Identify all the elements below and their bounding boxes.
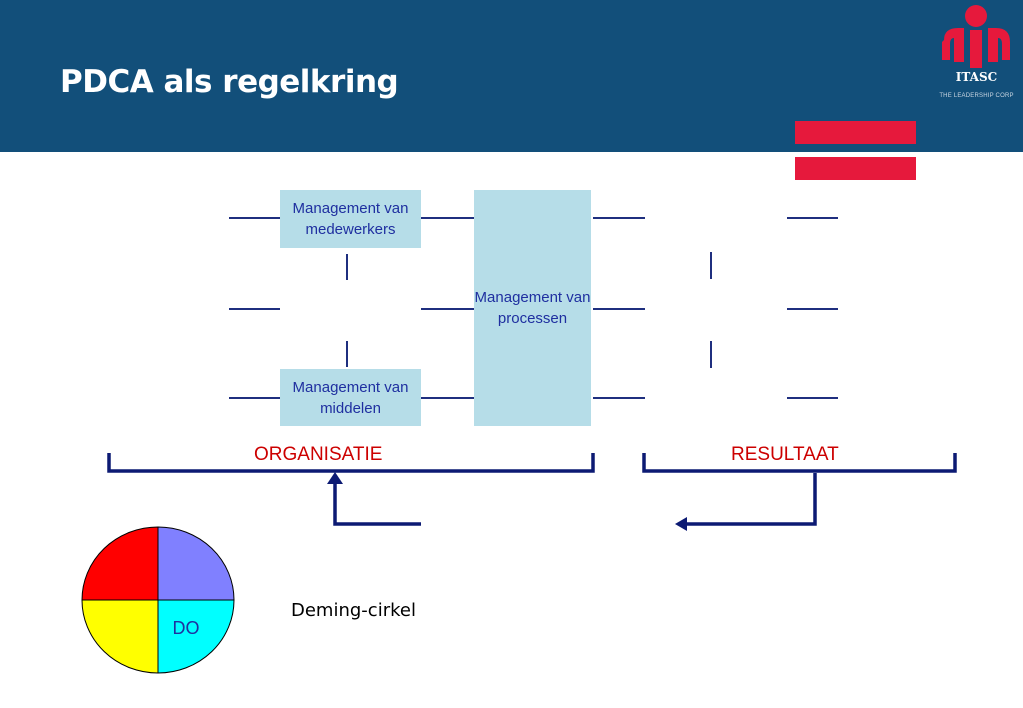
logo-name: ITASC <box>955 70 998 84</box>
connector-dash <box>787 217 838 219</box>
connector-dash <box>421 308 474 310</box>
connector-dash <box>421 217 474 219</box>
connector-dash <box>593 308 645 310</box>
connector-dash-vertical <box>710 252 712 279</box>
box-management-processen: Management van processen <box>474 190 591 426</box>
connector-dash-vertical <box>346 254 348 280</box>
connector-dash <box>229 308 280 310</box>
deming-caption: Deming-cirkel <box>291 600 416 621</box>
deming-quadrant-top-right <box>157 526 235 601</box>
red-bar-bottom <box>795 157 916 180</box>
connector-dash-vertical <box>346 341 348 367</box>
connector-dash <box>593 397 645 399</box>
connector-dash <box>421 397 474 399</box>
connector-dash <box>787 397 838 399</box>
deming-do-label: DO <box>173 618 200 638</box>
organisatie-bracket <box>107 453 595 473</box>
connector-dash <box>593 217 645 219</box>
deming-quadrant-top-left <box>81 526 159 601</box>
box-management-middelen: Management van middelen <box>280 369 421 426</box>
deming-quadrant-bottom-right <box>157 599 235 674</box>
slide-title: PDCA als regelkring <box>60 64 399 100</box>
resultaat-bracket <box>642 453 957 473</box>
connector-dash <box>229 397 280 399</box>
label-resultaat: RESULTAAT <box>731 444 839 465</box>
connector-dash <box>787 308 838 310</box>
feedback-arrow-up <box>333 482 421 526</box>
output-arrow-left <box>685 473 817 526</box>
connector-dash <box>229 217 280 219</box>
itasc-logo-icon <box>942 5 1010 68</box>
logo-tagline: THE LEADERSHIP CORP <box>939 93 1014 99</box>
red-bar-top <box>795 121 916 144</box>
label-organisatie: ORGANISATIE <box>254 444 383 465</box>
box-management-medewerkers: Management van medewerkers <box>280 190 421 248</box>
deming-quadrant-bottom-left <box>81 599 159 674</box>
arrow-head-up-icon <box>327 472 343 484</box>
arrow-head-left-icon <box>675 517 687 531</box>
connector-dash-vertical <box>710 341 712 368</box>
